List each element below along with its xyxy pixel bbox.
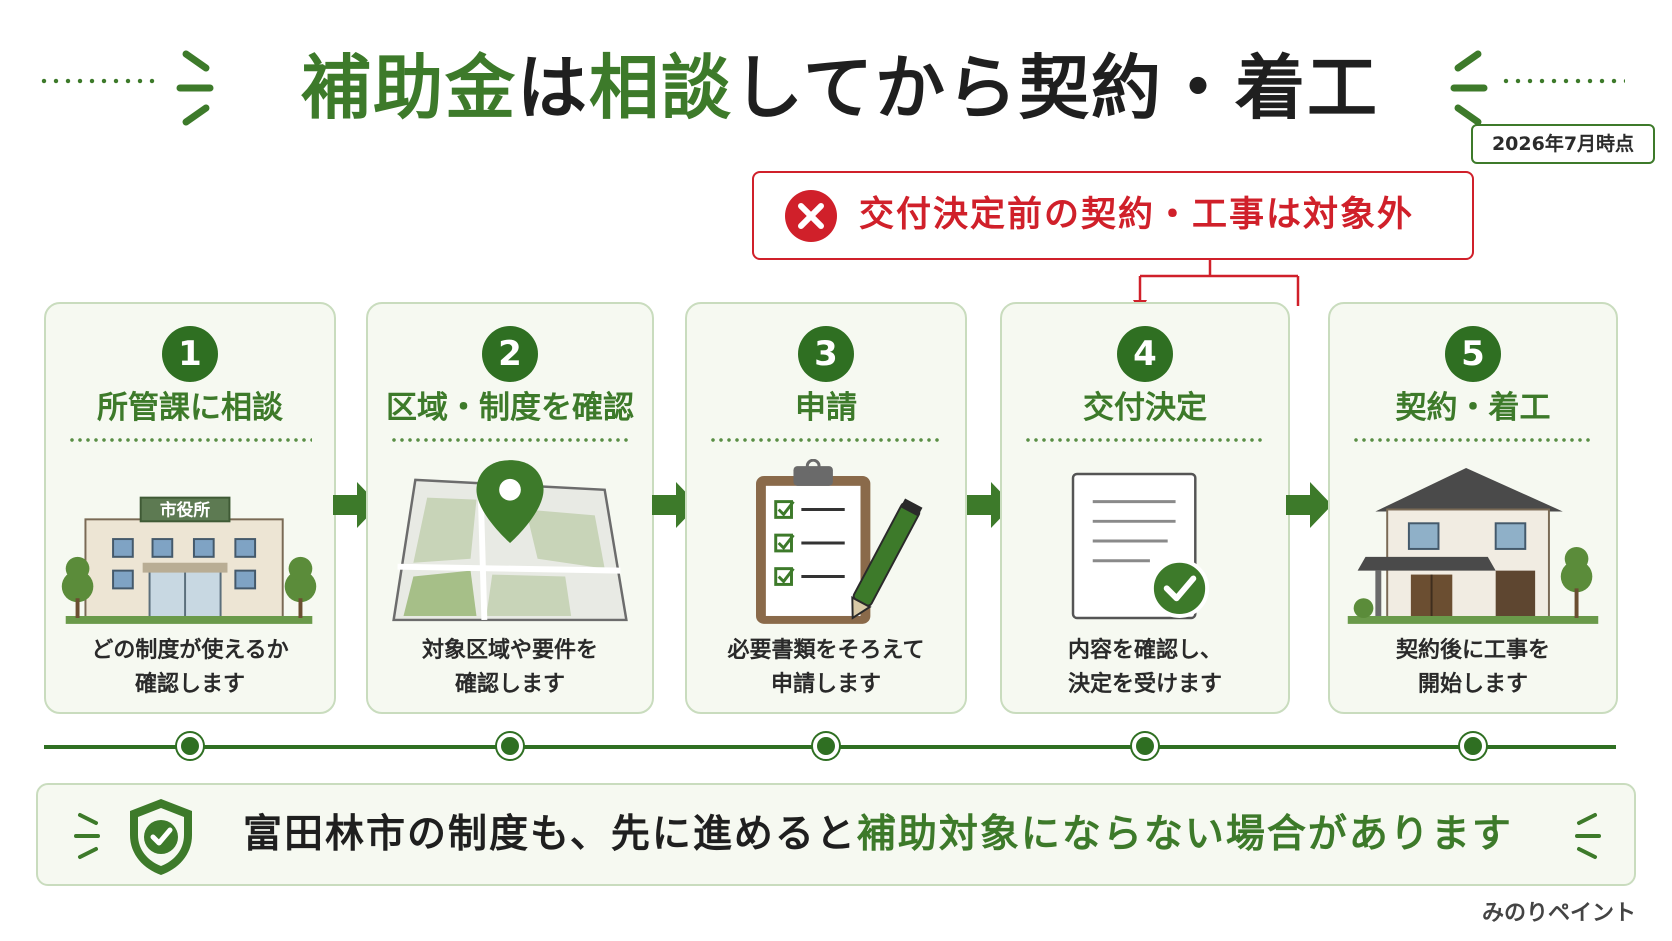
step-number: 2 bbox=[482, 326, 538, 382]
step-card-5: 5 契約・着工 契約後に工事を 開始します bbox=[1328, 302, 1618, 714]
step-desc-line1: 内容を確認し、 bbox=[1067, 638, 1222, 663]
step-divider bbox=[390, 438, 630, 442]
step-title: 区域・制度を確認 bbox=[386, 390, 634, 426]
note-part2: 補助対象にならない場合があります bbox=[856, 812, 1513, 857]
x-circle-icon bbox=[785, 190, 837, 242]
shield-check-icon bbox=[130, 799, 192, 875]
document-check-icon bbox=[1071, 472, 1210, 620]
step-desc-line2: 決定を受けます bbox=[1067, 672, 1222, 697]
step-number: 4 bbox=[1117, 326, 1173, 382]
burst-right-icon bbox=[1575, 813, 1601, 859]
house-icon bbox=[1347, 468, 1599, 624]
burst-right-icon bbox=[1450, 50, 1488, 126]
city-hall-icon: 市役所 bbox=[61, 496, 317, 624]
step-desc-line2: 申請します bbox=[770, 672, 881, 697]
step-desc: 契約後に工事を 開始します bbox=[1330, 634, 1616, 702]
step-card-1: 1 所管課に相談 市役所 どの制度が使えるか 確認します bbox=[44, 302, 336, 714]
step-number: 5 bbox=[1445, 326, 1501, 382]
timeline-dot bbox=[813, 733, 839, 759]
title-row: 補助金は相談してから契約・着工 bbox=[0, 38, 1672, 138]
step-title: 所管課に相談 bbox=[97, 390, 283, 426]
step-number: 3 bbox=[798, 326, 854, 382]
step-desc: 必要書類をそろえて 申請します bbox=[687, 634, 965, 702]
bottom-note: 富田林市の制度も、先に進めると補助対象にならない場合があります bbox=[36, 783, 1636, 886]
timeline-dot bbox=[1460, 733, 1486, 759]
step-divider bbox=[1352, 438, 1594, 442]
step-title: 申請 bbox=[795, 390, 857, 426]
warning-box: 交付決定前の契約・工事は対象外 bbox=[752, 171, 1474, 260]
warning-text: 交付決定前の契約・工事は対象外 bbox=[859, 195, 1415, 235]
step-card-4: 4 交付決定 内容を確認し、 決定を受けます bbox=[1000, 302, 1290, 714]
clipboard-pen-icon bbox=[756, 459, 923, 624]
step-desc-line1: 契約後に工事を bbox=[1395, 638, 1550, 663]
timeline-dot bbox=[177, 733, 203, 759]
burst-left-icon bbox=[176, 50, 214, 126]
title-part2: は bbox=[517, 47, 590, 129]
arrow-right-icon bbox=[1286, 482, 1332, 528]
step-desc: どの制度が使えるか 確認します bbox=[46, 634, 334, 702]
title-dots-left bbox=[38, 78, 158, 84]
title-part3: 相談 bbox=[589, 47, 734, 129]
city-hall-sign: 市役所 bbox=[160, 499, 211, 519]
step-card-2: 2 区域・制度を確認 対象区域や要件を 確認します bbox=[366, 302, 654, 714]
step-desc: 対象区域や要件を 確認します bbox=[368, 634, 652, 702]
map-pin-icon bbox=[392, 460, 628, 622]
step-desc-line1: 対象区域や要件を bbox=[421, 638, 598, 663]
step-title: 契約・着工 bbox=[1395, 390, 1551, 426]
timeline-dot bbox=[497, 733, 523, 759]
step-desc-line2: 開始します bbox=[1417, 672, 1528, 697]
title-part4: してから契約・着工 bbox=[733, 47, 1379, 129]
date-badge: 2026年7月時点 bbox=[1471, 124, 1655, 164]
timeline-dot bbox=[1132, 733, 1158, 759]
burst-left-icon bbox=[74, 813, 100, 859]
step-desc-line1: 必要書類をそろえて bbox=[727, 638, 925, 663]
step-desc-line1: どの制度が使えるか bbox=[91, 638, 289, 663]
step-desc-line2: 確認します bbox=[134, 672, 245, 697]
step-divider bbox=[1024, 438, 1266, 442]
title-part1: 補助金 bbox=[301, 47, 518, 129]
step-desc-line2: 確認します bbox=[454, 672, 565, 697]
note-text: 富田林市の制度も、先に進めると補助対象にならない場合があります bbox=[243, 785, 1513, 885]
step-desc: 内容を確認し、 決定を受けます bbox=[1002, 634, 1288, 702]
step-card-3: 3 申請 必要書類をそろえて 申請します bbox=[685, 302, 967, 714]
note-part1: 富田林市の制度も、先に進めると bbox=[243, 812, 857, 857]
step-divider bbox=[709, 438, 943, 442]
title-dots-right bbox=[1500, 78, 1625, 84]
page-title: 補助金は相談してから契約・着工 bbox=[250, 38, 1430, 138]
brand-name: みのりペイント bbox=[1481, 901, 1636, 926]
step-number: 1 bbox=[162, 326, 218, 382]
step-title: 交付決定 bbox=[1083, 390, 1207, 426]
step-divider bbox=[68, 438, 312, 442]
